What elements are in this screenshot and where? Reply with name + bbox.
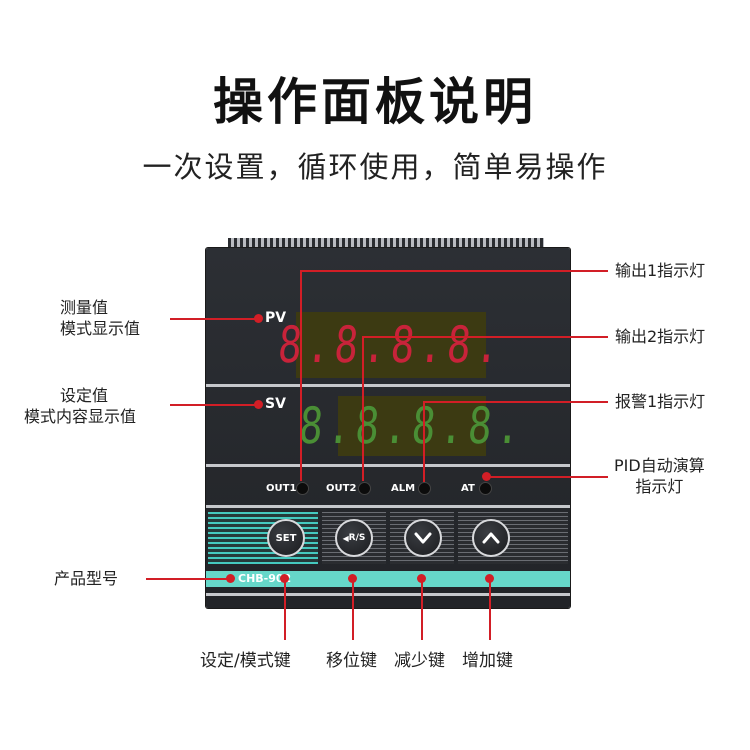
at-callout-text: PID自动演算 指示灯 [614, 455, 705, 497]
sv-callout-dot [254, 400, 263, 409]
pv-callout-line1: 测量值 [60, 298, 109, 317]
shift-arrow-icon: ◂ [342, 531, 349, 545]
model-strip [206, 571, 570, 587]
shift-key-callout-line [352, 578, 354, 640]
panel-divider [206, 593, 570, 596]
indicator-lamp-out1 [296, 482, 309, 495]
model-callout-text: 产品型号 [54, 569, 119, 588]
sv-label: SV [265, 396, 286, 412]
model-callout-dot [226, 574, 235, 583]
page-subtitle: 一次设置，循环使用，简单易操作 [142, 150, 608, 184]
pv-callout-dot [254, 314, 263, 323]
model-number: CHB-902 [238, 572, 292, 585]
indicator-lamp-alm [418, 482, 431, 495]
pv-callout-text: 测量值 模式显示值 [60, 297, 140, 339]
page-title: 操作面板说明 [213, 73, 537, 131]
set-button-label: SET [275, 532, 297, 544]
sv-callout-line [170, 404, 258, 406]
panel-divider [206, 505, 570, 508]
chevron-up-icon [482, 532, 500, 544]
shift-button[interactable]: ◂R/S [335, 519, 373, 557]
set-button[interactable]: SET [267, 519, 305, 557]
out2-callout-line [362, 336, 608, 338]
panel-divider [206, 464, 570, 467]
at-callout-line2: 指示灯 [635, 477, 684, 496]
out1-callout-line [300, 270, 608, 272]
down-key-caption: 减少键 [394, 651, 445, 671]
pv-callout-line [170, 318, 258, 320]
out1-callout-text: 输出1指示灯 [615, 261, 706, 280]
sv-display: 8.8.8.8. [296, 396, 528, 456]
out1-callout-line [300, 271, 302, 481]
shift-key-caption: 移位键 [326, 651, 377, 671]
sv-callout-line2: 模式内容显示值 [24, 407, 137, 426]
set-key-caption: 设定/模式键 [200, 651, 291, 671]
at-callout-line [486, 476, 608, 478]
at-callout-line1: PID自动演算 [614, 456, 705, 475]
sv-callout-line1: 设定值 [60, 386, 109, 405]
indicator-lamp-at [479, 482, 492, 495]
down-key-callout-line [421, 578, 423, 640]
panel-divider [206, 384, 570, 387]
alm-callout-line [423, 401, 608, 403]
alm-callout-line [423, 402, 425, 482]
alm-callout-text: 报警1指示灯 [615, 392, 706, 411]
sv-callout-text: 设定值 模式内容显示值 [24, 385, 136, 427]
pv-digits: 8.8.8.8. [275, 316, 507, 374]
up-key-callout-line [489, 578, 491, 640]
indicator-lamp-out2 [358, 482, 371, 495]
pv-display: 8.8.8.8. [275, 312, 507, 378]
shift-button-label: R/S [348, 533, 366, 543]
pv-label: PV [265, 310, 287, 326]
indicator-label-alm: ALM [391, 483, 416, 494]
sv-digits: 8.8.8.8. [296, 397, 528, 455]
model-callout-line [146, 578, 230, 580]
out2-callout-text: 输出2指示灯 [615, 327, 706, 346]
top-vent [228, 238, 544, 250]
chevron-down-icon [414, 532, 432, 544]
indicator-label-at: AT [461, 483, 475, 494]
down-button[interactable] [404, 519, 442, 557]
set-key-callout-line [284, 578, 286, 640]
indicator-label-out1: OUT1 [266, 483, 297, 494]
up-button[interactable] [472, 519, 510, 557]
out2-callout-line [362, 337, 364, 481]
indicator-label-out2: OUT2 [326, 483, 357, 494]
pv-callout-line2: 模式显示值 [60, 319, 141, 338]
up-key-caption: 增加键 [462, 651, 513, 671]
